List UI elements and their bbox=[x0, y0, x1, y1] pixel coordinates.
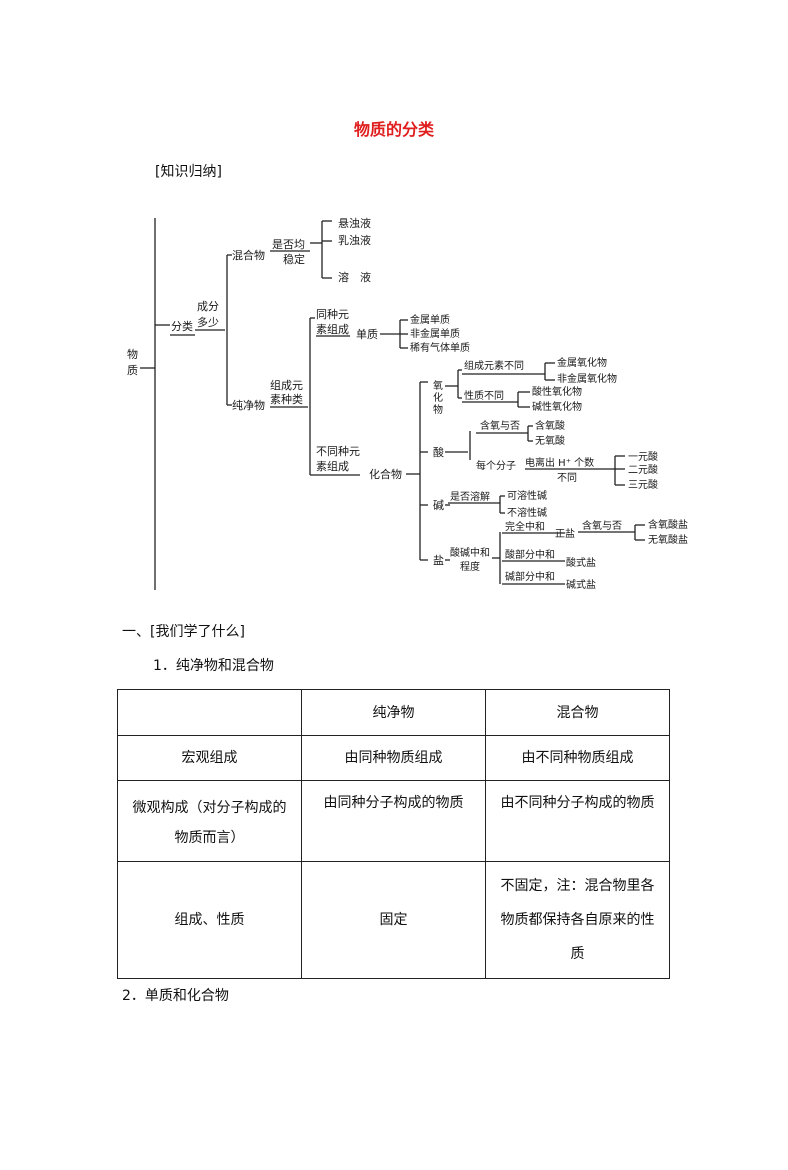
tree-root-2: 质 bbox=[127, 364, 138, 377]
tree-by-components-2: 多少 bbox=[197, 315, 219, 329]
tree-soluble-or-not: 是否溶解 bbox=[450, 490, 490, 503]
table-header-cell: 纯净物 bbox=[301, 689, 486, 736]
table-row: 组成、性质 固定 不固定，注：混合物里各物质都保持各自原来的性质 bbox=[117, 861, 670, 979]
tree-mono-acid: 一元酸 bbox=[628, 450, 658, 463]
tree-insoluble-base: 不溶性碱 bbox=[507, 506, 547, 519]
tree-solution: 溶 液 bbox=[338, 270, 371, 284]
table-cell: 宏观组成 bbox=[117, 735, 302, 781]
comparison-table: 纯净物 混合物 宏观组成 由同种物质组成 由不同种物质组成 微观构成（对分子构成… bbox=[117, 689, 670, 979]
tree-uniform-2: 稳定 bbox=[283, 252, 305, 266]
table-header-cell bbox=[117, 689, 302, 736]
subsection-heading-2: 2．单质和化合物 bbox=[122, 988, 229, 1004]
tree-by-components: 成分 bbox=[197, 300, 219, 313]
table-cell: 由不同种分子构成的物质 bbox=[485, 780, 670, 862]
tree-oxygen-or-not: 含氧与否 bbox=[480, 419, 520, 432]
tree-base: 碱 bbox=[433, 499, 444, 512]
tree-normal-salt: 正盐 bbox=[555, 527, 575, 540]
table-cell: 由同种分子构成的物质 bbox=[301, 780, 486, 862]
classification-tree-diagram: 物 质 分类 成分 多少 混合物 纯净物 是否均 稳定 悬浊液 乳浊液 溶 液 … bbox=[127, 216, 688, 591]
tree-classify: 分类 bbox=[171, 319, 193, 333]
tree-di-acid: 二元酸 bbox=[628, 463, 658, 476]
tree-diff-element-2: 素组成 bbox=[316, 459, 349, 473]
subsection-heading-1: 1．纯净物和混合物 bbox=[153, 658, 274, 674]
tree-diff-element: 不同种元 bbox=[316, 444, 360, 458]
tree-element-kind-2: 素种类 bbox=[270, 392, 303, 406]
tree-acid-salt: 酸式盐 bbox=[566, 556, 596, 569]
tree-diff-properties: 性质不同 bbox=[464, 389, 504, 402]
tree-acidic-oxide: 酸性氧化物 bbox=[532, 385, 582, 398]
tree-ionize-h: 电离出 H⁺ 个数 bbox=[525, 456, 594, 469]
tree-oxide: 氧 bbox=[433, 379, 443, 392]
tree-emulsion: 乳浊液 bbox=[338, 233, 371, 247]
tree-mixture: 混合物 bbox=[232, 248, 265, 262]
tree-acid: 酸 bbox=[433, 445, 444, 459]
tree-elemental: 单质 bbox=[356, 328, 378, 341]
tree-oxide-2: 化 bbox=[433, 391, 443, 404]
tree-same-element-2: 素组成 bbox=[316, 322, 349, 336]
tree-oxy-salt: 含氧酸盐 bbox=[648, 518, 688, 531]
tree-oxygen-or-not-2: 含氧与否 bbox=[582, 519, 622, 532]
tree-salt: 盐 bbox=[433, 554, 444, 567]
table-cell: 不固定，注：混合物里各物质都保持各自原来的性质 bbox=[485, 861, 670, 979]
tree-tri-acid: 三元酸 bbox=[628, 478, 658, 491]
tree-soluble-base: 可溶性碱 bbox=[507, 489, 547, 502]
summary-label: [知识归纳] bbox=[155, 164, 222, 180]
table-cell: 组成、性质 bbox=[117, 861, 302, 979]
tree-metal-elemental: 金属单质 bbox=[410, 313, 450, 326]
tree-same-element: 同种元 bbox=[316, 307, 349, 321]
tree-element-kind: 组成元 bbox=[270, 378, 303, 392]
tree-oxyacid: 含氧酸 bbox=[535, 419, 565, 432]
table-cell: 由不同种物质组成 bbox=[485, 735, 670, 781]
table-cell: 固定 bbox=[301, 861, 486, 979]
table-row: 微观构成（对分子构成的物质而言） 由同种分子构成的物质 由不同种分子构成的物质 bbox=[117, 780, 670, 862]
tree-neutralization-degree: 酸碱中和 bbox=[450, 546, 490, 559]
tree-oxide-3: 物 bbox=[433, 403, 443, 416]
table-row: 宏观组成 由同种物质组成 由不同种物质组成 bbox=[117, 735, 670, 781]
tree-pure: 纯净物 bbox=[232, 398, 265, 412]
tree-nonoxyacid: 无氧酸 bbox=[535, 434, 565, 447]
tree-diff-elements: 组成元素不同 bbox=[464, 359, 524, 372]
tree-per-molecule: 每个分子 bbox=[476, 459, 516, 472]
tree-partial-acid: 酸部分中和 bbox=[505, 548, 555, 561]
tree-nonmetal-oxide: 非金属氧化物 bbox=[557, 372, 617, 385]
page-title: 物质的分类 bbox=[353, 120, 434, 139]
tree-complete-neutralization: 完全中和 bbox=[505, 520, 545, 533]
tree-noble-gas: 稀有气体单质 bbox=[410, 341, 470, 354]
tree-basic-oxide: 碱性氧化物 bbox=[532, 400, 582, 413]
tree-uniform: 是否均 bbox=[272, 238, 305, 251]
table-header-cell: 混合物 bbox=[485, 689, 670, 736]
tree-partial-base: 碱部分中和 bbox=[505, 570, 555, 583]
table-cell: 由同种物质组成 bbox=[301, 735, 486, 781]
tree-basic-salt: 碱式盐 bbox=[566, 578, 596, 591]
tree-metal-oxide: 金属氧化物 bbox=[557, 356, 607, 369]
tree-differ: 不同 bbox=[557, 472, 577, 484]
tree-nonoxy-salt: 无氧酸盐 bbox=[648, 533, 688, 546]
tree-suspension: 悬浊液 bbox=[338, 216, 371, 230]
table-cell: 微观构成（对分子构成的物质而言） bbox=[117, 780, 302, 862]
section-heading: 一、[我们学了什么] bbox=[122, 624, 245, 640]
tree-neutralization-degree-2: 程度 bbox=[460, 560, 480, 573]
tree-nonmetal-elemental: 非金属单质 bbox=[410, 327, 460, 340]
tree-root: 物 bbox=[127, 347, 138, 361]
tree-compound: 化合物 bbox=[369, 467, 402, 481]
table-header-row: 纯净物 混合物 bbox=[117, 689, 670, 736]
